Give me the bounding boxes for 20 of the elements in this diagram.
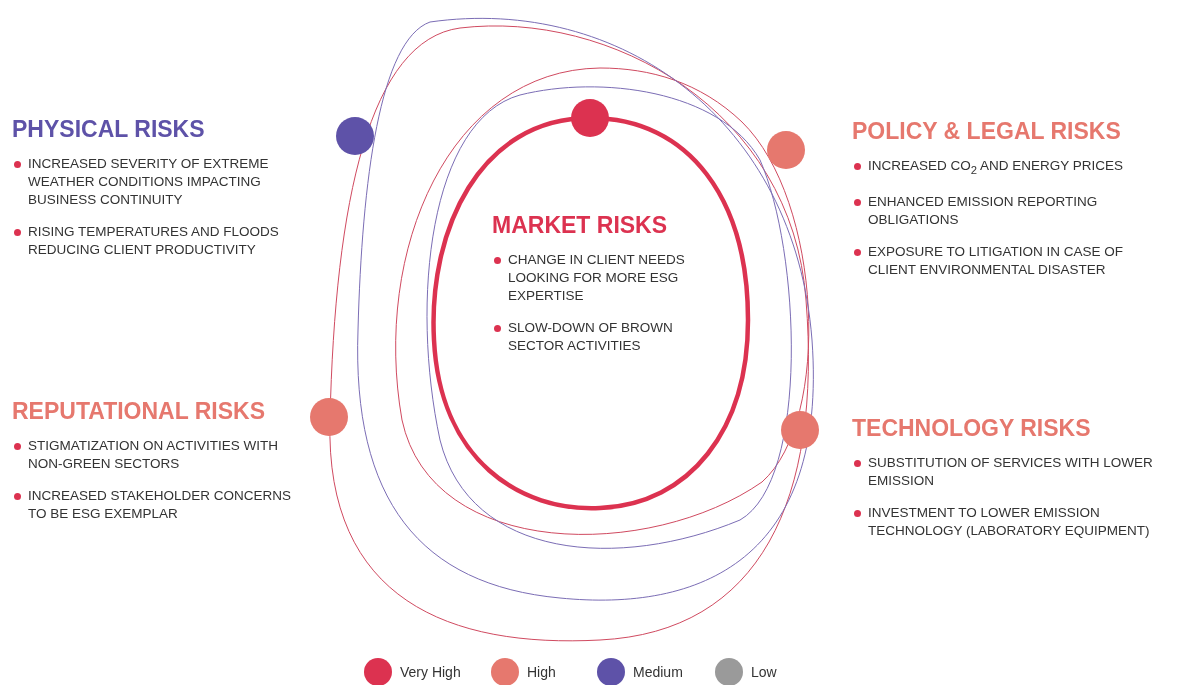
bullet-text: INCREASED STAKEHOLDER CONCERNS TO BE ESG EXEMPLAR <box>12 487 302 523</box>
legend-label: Medium <box>633 664 683 680</box>
bullet-text: INCREASED CO$_{2}$ AND ENERGY PRICES <box>852 157 1172 179</box>
bullet-text: SLOW-DOWN OF BROWN SECTOR ACTIVITIES <box>492 319 702 355</box>
category-heading: MARKET RISKS <box>492 212 668 239</box>
category-heading: TECHNOLOGY RISKS <box>852 415 1091 442</box>
bullet-text: CHANGE IN CLIENT NEEDS LOOKING FOR MORE ESG EXPERTISE <box>492 251 702 305</box>
legend-label: High <box>527 664 556 680</box>
bullet-text: EXPOSURE TO LITIGATION IN CASE OF CLIENT ENVIRONMENTAL DISASTER <box>852 242 1172 279</box>
category-heading: PHYSICAL RISKS <box>12 116 205 143</box>
bullet-text: ENHANCED EMISSION REPORTING OBLIGATIONS <box>852 192 1172 229</box>
bullet-text: INCREASED SEVERITY OF EXTREME WEATHER CONDITIONS IMPACTING BUSINESS CONTINUITY <box>12 155 312 209</box>
bullet-text: RISING TEMPERATURES AND FLOODS REDUCING CLIENT PRODUCTIVITY <box>12 223 312 259</box>
bullet-text: SUBSTITUTION OF SERVICES WITH LOWER EMISSION <box>852 454 1182 490</box>
legend-label: Low <box>751 664 777 680</box>
legend-label: Very High <box>400 664 461 680</box>
bullet-text: INVESTMENT TO LOWER EMISSION TECHNOLOGY (LABORATORY EQUIPMENT) <box>852 504 1182 540</box>
category-heading: REPUTATIONAL RISKS <box>12 398 265 425</box>
category-heading: POLICY & LEGAL RISKS <box>852 118 1121 145</box>
bullet-text: STIGMATIZATION ON ACTIVITIES WITH NON-GREEN SECTORS <box>12 437 302 473</box>
